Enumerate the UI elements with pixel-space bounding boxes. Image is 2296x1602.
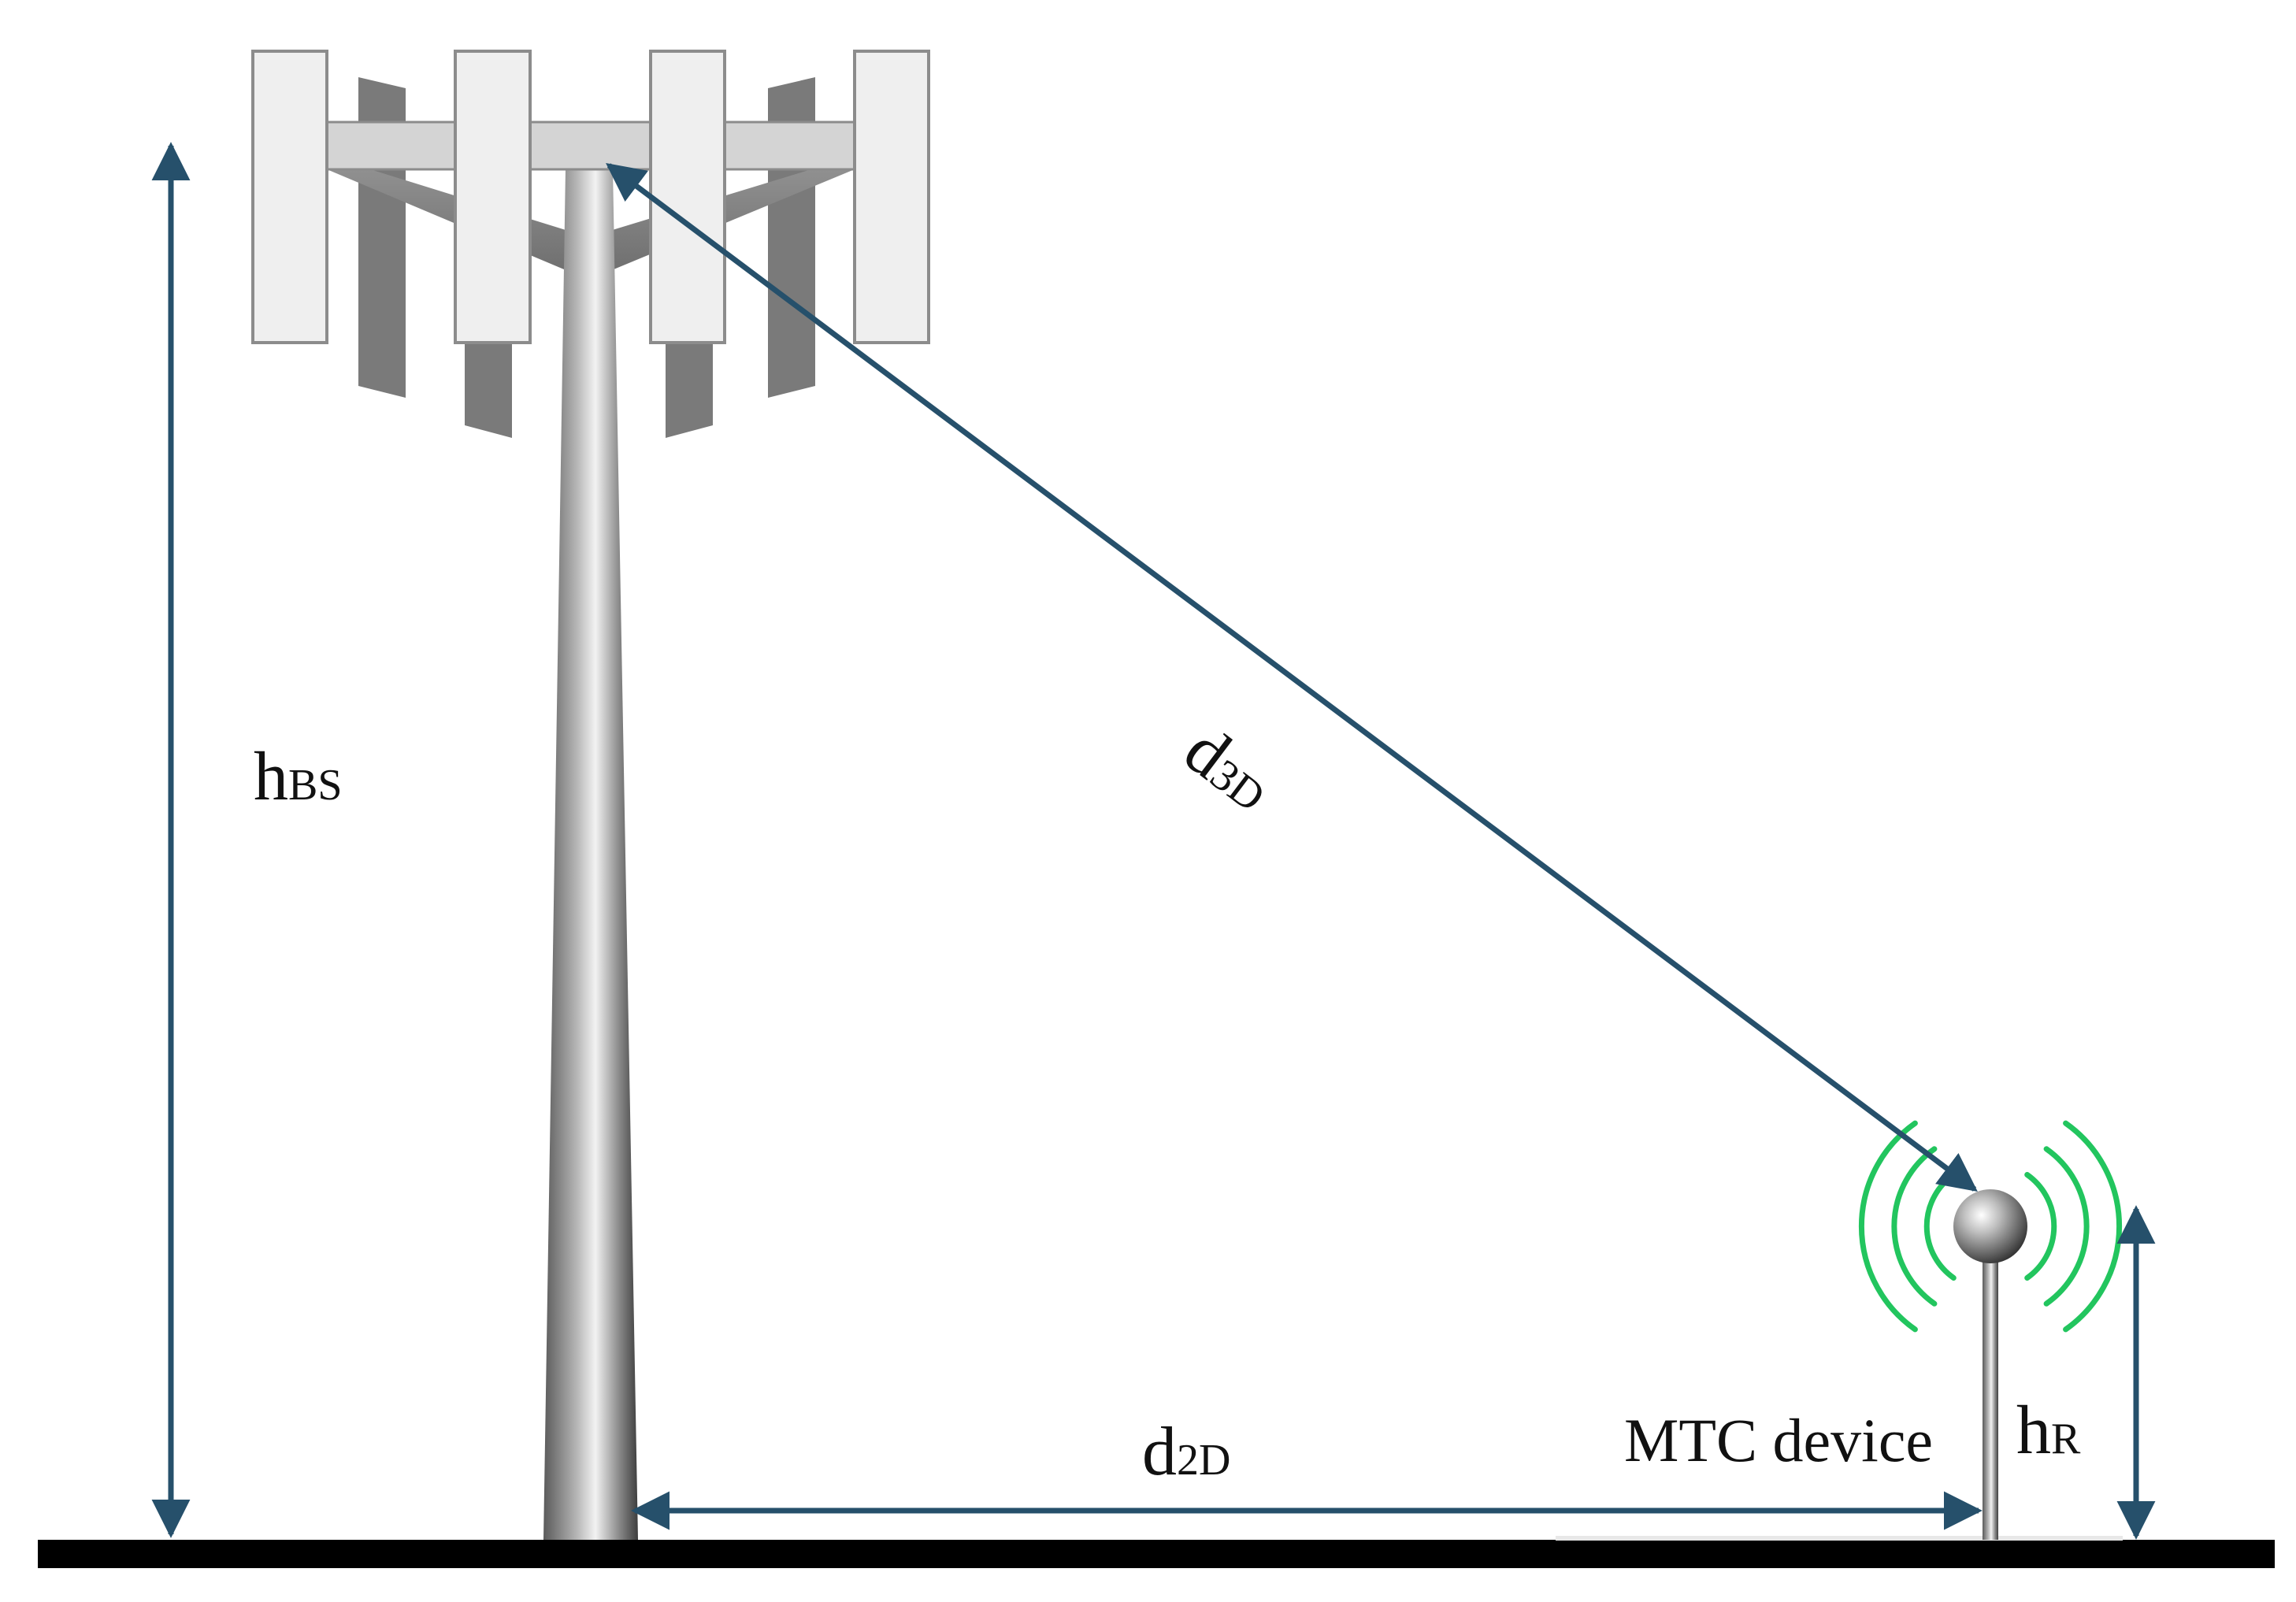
h-r-label: hR	[2016, 1392, 2081, 1469]
dimension-arrows	[151, 142, 2156, 1540]
d-2d-label: d2D	[1142, 1414, 1230, 1490]
tower-pole	[543, 169, 638, 1540]
d-3d-label: d3D	[1170, 712, 1287, 826]
base-station-tower	[251, 50, 930, 1540]
device-pole	[1983, 1256, 1998, 1540]
h-bs-label: hBS	[254, 739, 343, 815]
h-r-subscript: R	[2051, 1415, 2081, 1463]
device-antenna-ball	[1953, 1189, 2027, 1263]
mtc-device-label: MTC device	[1624, 1406, 1933, 1474]
antenna-crossbar	[325, 121, 856, 171]
h-bs-subscript: BS	[288, 761, 343, 810]
d-2d-subscript: 2D	[1177, 1436, 1230, 1485]
ground-line	[38, 1536, 2275, 1568]
mtc-device	[1858, 1120, 2123, 1540]
d-3d-arrow	[606, 163, 1978, 1192]
